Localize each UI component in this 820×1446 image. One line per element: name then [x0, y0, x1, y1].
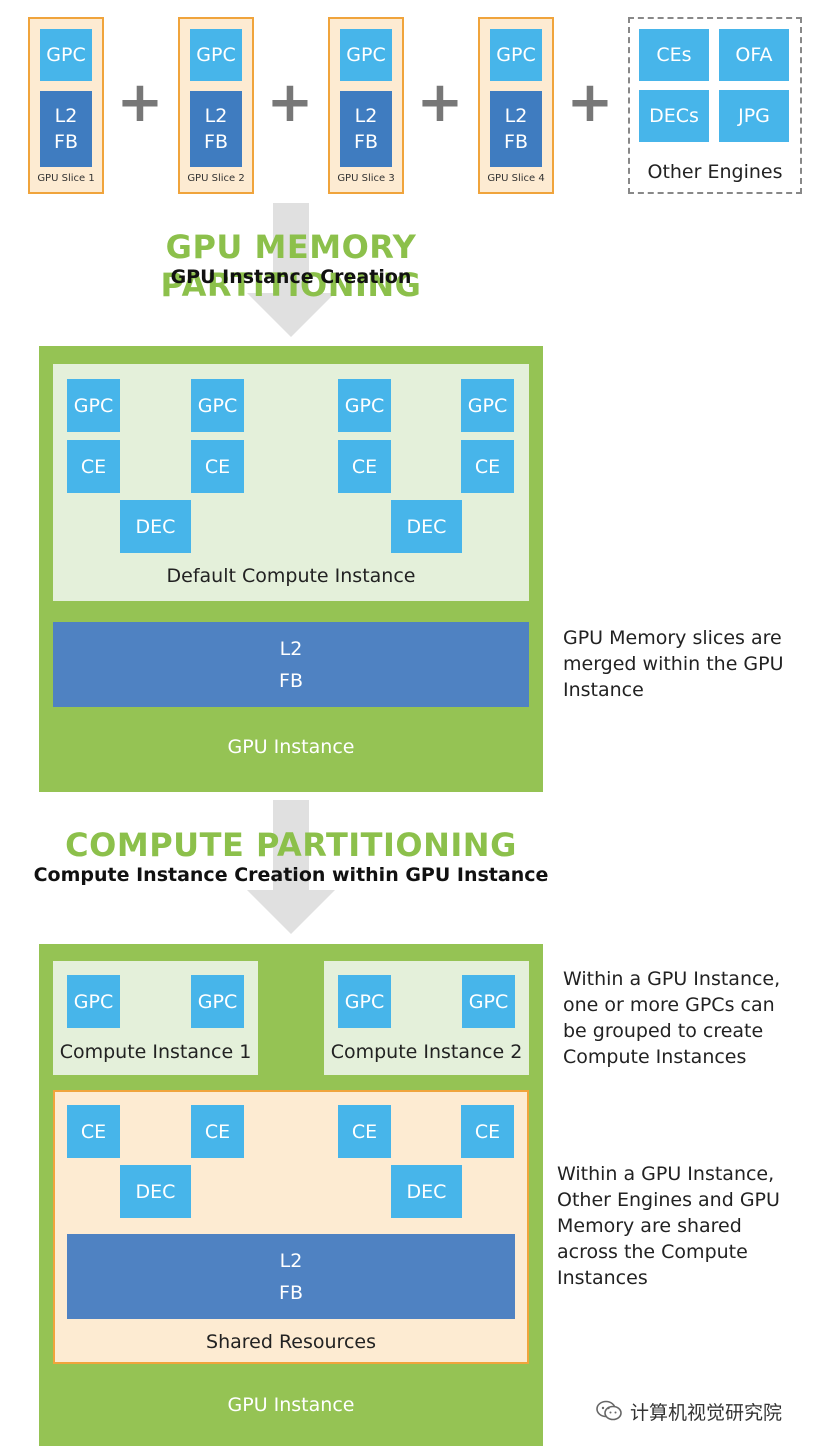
- gpu-slice-4: GPC L2 FB GPU Slice 4: [478, 17, 554, 194]
- dec-block: DEC: [391, 1165, 462, 1218]
- l2-label: L2: [279, 637, 303, 660]
- arrow-shaft: [273, 800, 309, 890]
- slice-label: GPU Slice 4: [487, 173, 545, 184]
- slice-gpc: GPC: [340, 29, 392, 81]
- l2-fb-memory: L2 FB: [53, 622, 529, 707]
- gpc-block: GPC: [191, 379, 244, 432]
- engine-decs: DECs: [639, 90, 709, 142]
- gpc-block: GPC: [338, 975, 391, 1028]
- slice-label: GPU Slice 2: [187, 173, 245, 184]
- ce-block: CE: [461, 440, 514, 493]
- note-memory-merged: GPU Memory slices are merged within the …: [563, 627, 784, 701]
- slice-l2-fb: L2 FB: [340, 91, 392, 167]
- compute-instance-1: GPC GPC Compute Instance 1: [53, 961, 258, 1075]
- slice-l2-label: L2: [204, 105, 228, 127]
- slice-gpc: GPC: [490, 29, 542, 81]
- default-compute-instance-label: Default Compute Instance: [166, 565, 416, 587]
- gpc-block: GPC: [461, 379, 514, 432]
- ce-block: CE: [461, 1105, 514, 1158]
- slice-fb-label: FB: [54, 131, 78, 153]
- gpc-block: GPC: [191, 975, 244, 1028]
- ce-block: CE: [191, 1105, 244, 1158]
- compute-instance-1-label: Compute Instance 1: [59, 1041, 252, 1063]
- shared-resources: CE CE CE CE DEC DEC L2 FB Shared Resourc…: [53, 1090, 529, 1364]
- gpu-instance-label: GPU Instance: [227, 1394, 355, 1416]
- section-subtitle-compute: Compute Instance Creation within GPU Ins…: [33, 864, 549, 886]
- plus-sign: +: [116, 70, 164, 135]
- plus-sign: +: [416, 70, 464, 135]
- slice-l2-fb: L2 FB: [190, 91, 242, 167]
- arrow-down-icon: [247, 890, 335, 934]
- slice-fb-label: FB: [204, 131, 228, 153]
- section-subtitle-memory: GPU Instance Creation: [170, 266, 412, 288]
- gpc-block: GPC: [338, 379, 391, 432]
- watermark: 计算机视觉研究院: [596, 1396, 806, 1426]
- section-title-compute: COMPUTE PARTITIONING: [65, 826, 517, 864]
- slice-l2-label: L2: [504, 105, 528, 127]
- l2-fb-memory: L2 FB: [67, 1234, 515, 1319]
- slice-gpc: GPC: [190, 29, 242, 81]
- ce-block: CE: [338, 1105, 391, 1158]
- section-title-memory: GPU MEMORY PARTITIONING: [160, 228, 422, 304]
- l2-label: L2: [279, 1249, 303, 1272]
- gpc-block: GPC: [67, 379, 120, 432]
- shared-resources-label: Shared Resources: [206, 1331, 376, 1353]
- gpu-slice-1: GPC L2 FB GPU Slice 1: [28, 17, 104, 194]
- slice-label: GPU Slice 1: [37, 173, 95, 184]
- ce-block: CE: [67, 440, 120, 493]
- gpu-slice-3: GPC L2 FB GPU Slice 3: [328, 17, 404, 194]
- slice-fb-label: FB: [504, 131, 528, 153]
- watermark-text: 计算机视觉研究院: [630, 1401, 783, 1424]
- gpu-instance-2: GPC GPC Compute Instance 1 GPC GPC Compu…: [39, 944, 543, 1446]
- other-engines-box: CEs OFA DECs JPG Other Engines: [628, 17, 802, 194]
- engine-jpg: JPG: [719, 90, 789, 142]
- slice-gpc: GPC: [40, 29, 92, 81]
- gpc-block: GPC: [462, 975, 515, 1028]
- wechat-icon: [596, 1400, 622, 1421]
- plus-sign: +: [266, 70, 314, 135]
- arrow-shaft: [273, 203, 309, 293]
- other-engines-label: Other Engines: [647, 161, 783, 183]
- slice-l2-fb: L2 FB: [490, 91, 542, 167]
- arrow-down-icon: [247, 293, 335, 337]
- dec-block: DEC: [120, 500, 191, 553]
- gpu-slice-2: GPC L2 FB GPU Slice 2: [178, 17, 254, 194]
- ce-block: CE: [338, 440, 391, 493]
- gpu-instance-label: GPU Instance: [227, 736, 355, 758]
- slice-label: GPU Slice 3: [337, 173, 395, 184]
- ce-block: CE: [191, 440, 244, 493]
- slice-l2-label: L2: [54, 105, 78, 127]
- fb-label: FB: [279, 669, 303, 692]
- engine-ofa: OFA: [719, 29, 789, 81]
- note-gpc-grouping: Within a GPU Instance, one or more GPCs …: [563, 968, 781, 1068]
- default-compute-instance: GPC GPC GPC GPC CE CE CE CE DEC DEC Defa…: [53, 364, 529, 601]
- plus-sign: +: [566, 70, 614, 135]
- fb-label: FB: [279, 1281, 303, 1304]
- gpu-instance-1: GPC GPC GPC GPC CE CE CE CE DEC DEC Defa…: [39, 346, 543, 792]
- slice-fb-label: FB: [354, 131, 378, 153]
- gpc-block: GPC: [67, 975, 120, 1028]
- dec-block: DEC: [391, 500, 462, 553]
- engine-ces: CEs: [639, 29, 709, 81]
- note-shared-engines: Within a GPU Instance, Other Engines and…: [557, 1163, 780, 1289]
- slice-l2-label: L2: [354, 105, 378, 127]
- compute-instance-2: GPC GPC Compute Instance 2: [324, 961, 529, 1075]
- compute-instance-2-label: Compute Instance 2: [330, 1041, 523, 1063]
- ce-block: CE: [67, 1105, 120, 1158]
- slice-l2-fb: L2 FB: [40, 91, 92, 167]
- dec-block: DEC: [120, 1165, 191, 1218]
